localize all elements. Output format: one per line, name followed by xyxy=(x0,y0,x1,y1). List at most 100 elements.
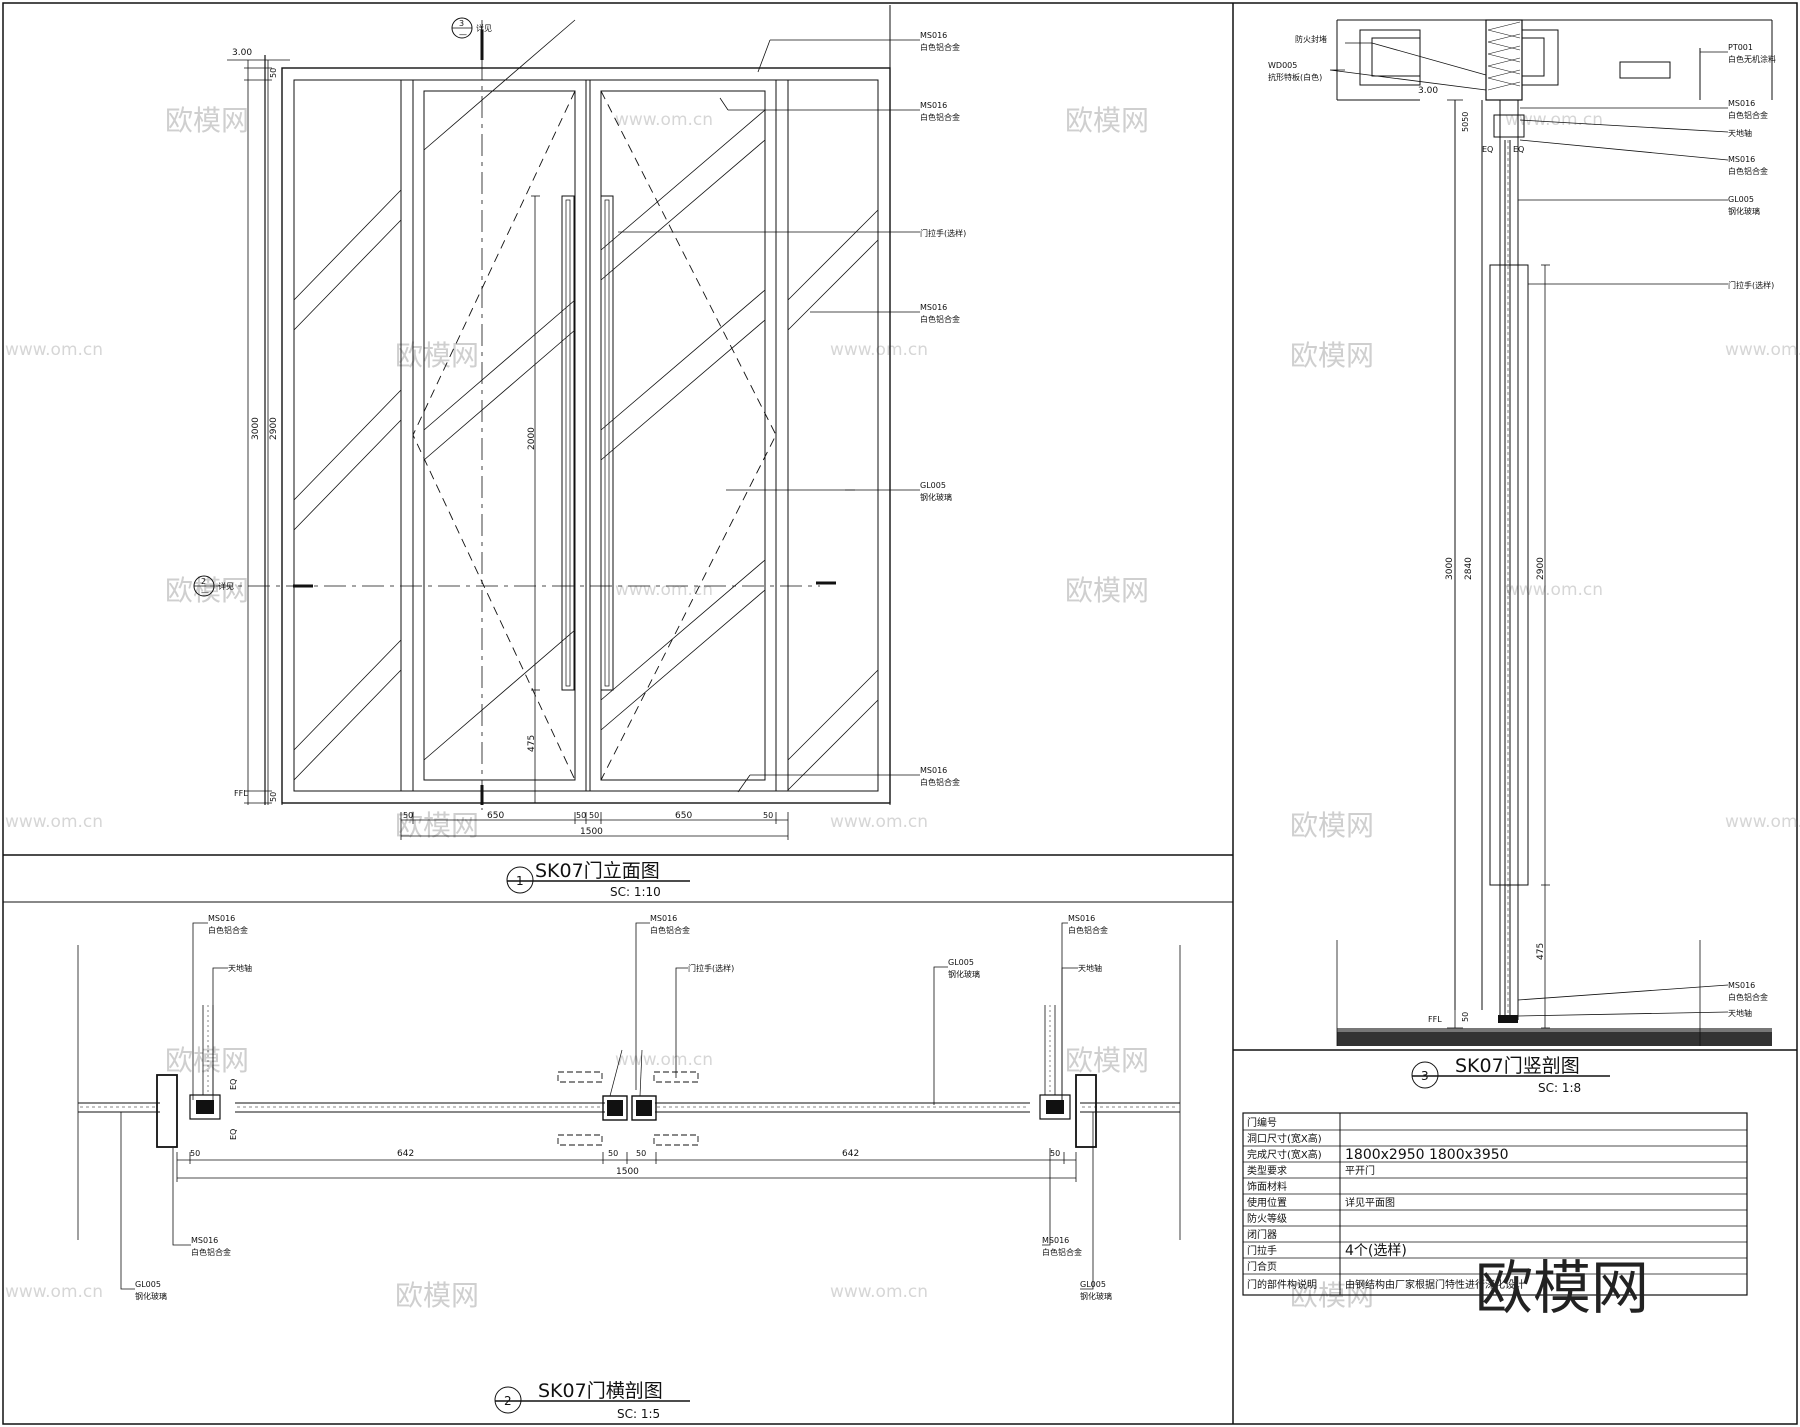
dimension-label: 50 xyxy=(1050,1149,1060,1158)
watermark-url: www.om.cn xyxy=(1505,110,1603,130)
table-label: 防火等级 xyxy=(1247,1212,1287,1225)
eq-label: EQ xyxy=(1482,145,1493,154)
dimension-label: 50 xyxy=(1461,1012,1470,1022)
dimension-label: 1500 xyxy=(616,1167,639,1177)
dimension-label: 1500 xyxy=(580,827,603,837)
table-label: 类型要求 xyxy=(1247,1164,1287,1177)
table-value: 4个(选样) xyxy=(1345,1243,1407,1259)
dimension-label: 50 xyxy=(636,1149,646,1158)
material-code: MS016 xyxy=(1042,1236,1069,1245)
watermark-url: www.om.cn xyxy=(830,340,928,360)
material-label: 钢化玻璃 xyxy=(1728,206,1760,216)
material-label: 白色铝合金 xyxy=(1068,925,1108,935)
material-label: 钢化玻璃 xyxy=(920,492,952,502)
dimension-label: 3000 xyxy=(251,417,261,440)
dimension-label: 3.00 xyxy=(1418,86,1438,96)
material-label: 白色铝合金 xyxy=(1728,992,1768,1002)
table-value: 平开门 xyxy=(1345,1164,1375,1177)
dimension-label: 50 xyxy=(403,811,413,820)
material-code: MS016 xyxy=(920,101,947,110)
section-ref-sub: — xyxy=(201,588,209,597)
material-label: 白色铝合金 xyxy=(650,925,690,935)
table-label: 使用位置 xyxy=(1247,1196,1287,1209)
view-title: SK07门立面图 xyxy=(535,860,660,882)
material-label: 白色铝合金 xyxy=(1728,166,1768,176)
table-label: 完成尺寸(宽X高) xyxy=(1247,1148,1322,1161)
watermarks: 欧模网 欧模网 欧模网 欧模网 欧模网 欧模网 欧模网 欧模网 欧模网 欧模网 … xyxy=(5,104,1800,1312)
pivot-label: 天地轴 xyxy=(1078,963,1102,973)
material-code: PT001 xyxy=(1728,43,1753,52)
dimension-label: 3.00 xyxy=(232,48,252,58)
material-code: MS016 xyxy=(1728,99,1755,108)
watermark-text: 欧模网 xyxy=(395,1279,479,1312)
material-label: 抗形特板(白色) xyxy=(1268,72,1322,82)
watermark-text: 欧模网 xyxy=(395,339,479,372)
dimension-label: 650 xyxy=(675,811,692,821)
watermark-text: 欧模网 xyxy=(1290,339,1374,372)
ffl-label: FFL xyxy=(1428,1015,1442,1024)
dimension-label: 50 xyxy=(269,68,278,78)
eq-label: EQ xyxy=(229,1129,238,1140)
material-label: 白色铝合金 xyxy=(920,314,960,324)
material-label: 白色铝合金 xyxy=(1042,1247,1082,1257)
material-label: 钢化玻璃 xyxy=(1080,1291,1112,1301)
section-ref-label: 详见 xyxy=(476,23,492,33)
dimension-label: 5050 xyxy=(1461,112,1470,132)
watermark-text: 欧模网 xyxy=(1065,104,1149,137)
handle-label: 门拉手(选样) xyxy=(688,963,734,973)
watermark-text: 欧模网 xyxy=(1065,574,1149,607)
material-label: 白色铝合金 xyxy=(920,777,960,787)
watermark-url: www.om.cn xyxy=(1725,812,1800,832)
dimension-label: 475 xyxy=(1536,943,1546,960)
table-value: 由钢结构由厂家根据门特性进行深化设计 xyxy=(1345,1278,1525,1291)
material-code: GL005 xyxy=(920,481,946,490)
view-scale: SC: 1:8 xyxy=(1538,1081,1581,1095)
dimension-label: 50 xyxy=(763,811,773,820)
door-plan-section: EQ EQ 50 642 50 50 642 50 1500 xyxy=(77,914,1181,1421)
watermark-text: 欧模网 xyxy=(1290,809,1374,842)
material-label: 钢化玻璃 xyxy=(135,1291,167,1301)
material-label: 白色铝合金 xyxy=(208,925,248,935)
section-ref-sub: — xyxy=(459,30,467,39)
watermark-url: www.om.cn xyxy=(5,812,103,832)
dimension-label: 50 xyxy=(589,811,599,820)
material-label: 白色铝合金 xyxy=(1728,110,1768,120)
material-code: MS016 xyxy=(1068,914,1095,923)
material-label: 钢化玻璃 xyxy=(948,969,980,979)
dimension-label: 475 xyxy=(527,735,537,752)
material-code: MS016 xyxy=(208,914,235,923)
door-elevation: 3 — 详见 2 — 详见 3.00 3000 2900 50 50 2000 xyxy=(193,5,966,899)
pivot-label: 天地轴 xyxy=(1728,1008,1752,1018)
material-code: MS016 xyxy=(1728,981,1755,990)
watermark-url: www.om.cn xyxy=(615,110,713,130)
watermark-url: www.om.cn xyxy=(615,580,713,600)
section-ref-number: 2 xyxy=(201,577,206,586)
watermark-url: www.om.cn xyxy=(830,1282,928,1302)
material-code: MS016 xyxy=(920,31,947,40)
watermark-url: www.om.cn xyxy=(830,812,928,832)
dimension-label: 2000 xyxy=(527,427,537,450)
material-code: GL005 xyxy=(1728,195,1754,204)
table-label: 洞口尺寸(宽X高) xyxy=(1247,1132,1322,1145)
section-ref-number: 3 xyxy=(459,19,464,28)
handle-label: 门拉手(选样) xyxy=(1728,280,1774,290)
handle-label: 门拉手(选样) xyxy=(920,228,966,238)
material-code: GL005 xyxy=(135,1280,161,1289)
material-code: MS016 xyxy=(650,914,677,923)
table-label: 闭门器 xyxy=(1247,1228,1277,1241)
dimension-label: 2900 xyxy=(269,417,279,440)
watermark-text: 欧模网 xyxy=(395,809,479,842)
table-value: 详见平面图 xyxy=(1345,1196,1395,1209)
pivot-label: 天地轴 xyxy=(1728,128,1752,138)
dimension-label: 2840 xyxy=(1464,557,1474,580)
material-label: 白色铝合金 xyxy=(920,112,960,122)
table-label: 饰面材料 xyxy=(1247,1180,1287,1193)
watermark-text: 欧模网 xyxy=(1065,1044,1149,1077)
door-schedule-table: 门编号 洞口尺寸(宽X高) 完成尺寸(宽X高) 类型要求 饰面材料 使用位置 防… xyxy=(1242,1112,1748,1296)
dimension-label: 2900 xyxy=(1536,557,1546,580)
material-label: 白色铝合金 xyxy=(920,42,960,52)
watermark-text: 欧模网 xyxy=(165,1044,249,1077)
view-scale: SC: 1:5 xyxy=(617,1407,660,1421)
